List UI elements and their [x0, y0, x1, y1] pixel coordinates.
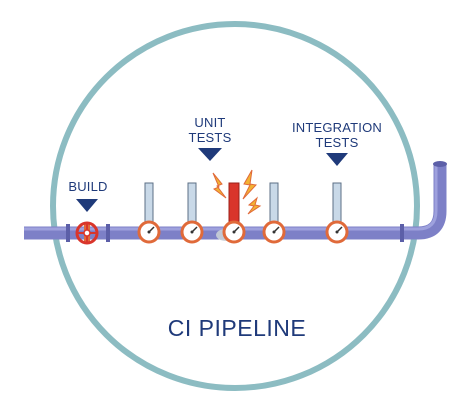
gauge-icon — [180, 220, 204, 244]
gauge-icon — [262, 220, 286, 244]
frame-circle — [50, 21, 420, 391]
sensor-stem — [332, 182, 342, 224]
diagram-title: CI PIPELINE — [167, 315, 307, 341]
gauge-icon — [137, 220, 161, 244]
build-label: BUILD — [68, 179, 108, 194]
sensor-stems — [144, 182, 342, 224]
integration-tests-label: INTEGRATION TESTS — [283, 120, 391, 150]
sensor-stem — [269, 182, 279, 224]
build-valve-icon — [75, 221, 99, 245]
build-marker-icon — [76, 199, 98, 212]
integration-tests-label-line1: INTEGRATION — [291, 120, 383, 135]
gauge-icons — [137, 220, 349, 244]
failed-sensor-stem — [228, 182, 240, 224]
unit-tests-label: UNIT TESTS — [180, 115, 240, 145]
integration-tests-marker-icon — [326, 153, 348, 166]
pipeline-pipe — [24, 161, 447, 242]
unit-tests-label-line2: TESTS — [188, 130, 232, 145]
unit-tests-label-line1: UNIT — [194, 115, 226, 130]
sensor-stem — [144, 182, 154, 224]
failure-spark-icon — [212, 169, 262, 215]
sensor-stem — [187, 182, 197, 224]
gauge-icon — [325, 220, 349, 244]
failed-gauge-icon — [216, 220, 246, 244]
integration-tests-label-line2: TESTS — [315, 135, 359, 150]
unit-tests-marker-icon — [198, 148, 222, 161]
